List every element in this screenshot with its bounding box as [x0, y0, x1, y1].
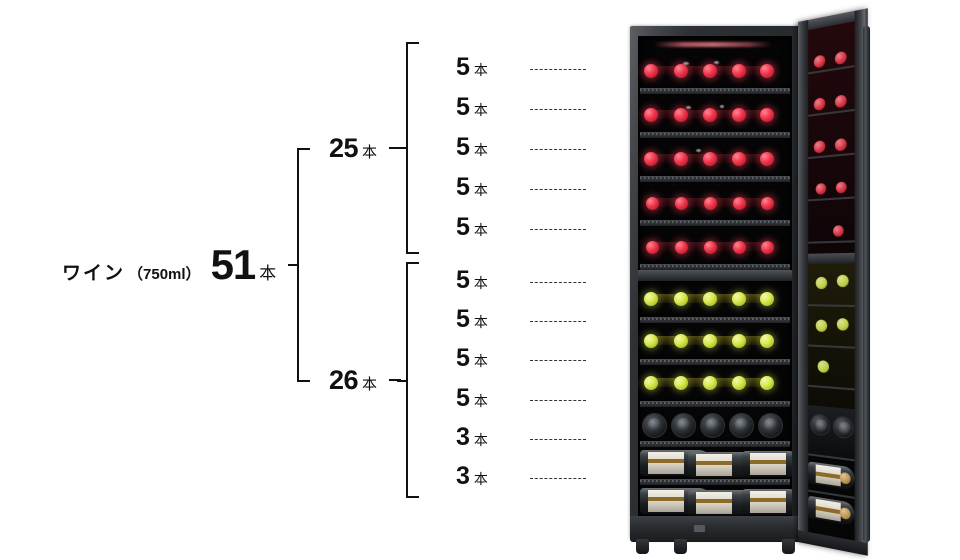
lower-group-bracket-top-arm — [406, 262, 419, 264]
door-handle[interactable] — [863, 26, 870, 542]
door-frame-left — [798, 20, 808, 544]
total-bracket — [297, 148, 311, 382]
cabinet-glass-door[interactable] — [798, 8, 868, 556]
shelf-row: 5 本 — [456, 268, 488, 293]
shelf-red-2 — [638, 94, 792, 138]
large-bottle — [742, 451, 792, 477]
cabinet-base — [630, 516, 810, 542]
shelf-unit: 本 — [474, 180, 488, 200]
group-label-lower: 26 本 — [329, 367, 377, 394]
shelf-leader-line — [530, 321, 586, 322]
cabinet-foot — [674, 539, 687, 554]
door-glass-panel — [808, 21, 854, 540]
zone-divider — [638, 270, 792, 281]
shelf-count: 5 — [456, 135, 470, 160]
shelf-unit: 本 — [474, 351, 488, 371]
shelf-unit: 本 — [474, 273, 488, 293]
total-bracket-bottom-arm — [297, 380, 310, 382]
shelf-row: 3 本 — [456, 464, 488, 489]
shelf-count: 5 — [456, 215, 470, 240]
shelf-row: 5 本 — [456, 175, 488, 200]
shelf-unit: 本 — [474, 140, 488, 160]
upper-group-bracket-top-arm — [406, 42, 419, 44]
shelf-row: 5 本 — [456, 215, 488, 240]
shelf-leader-line — [530, 478, 586, 479]
upper-group-bracket-bottom-arm — [406, 252, 419, 254]
shelf-leader-line — [530, 360, 586, 361]
shelf-green-3 — [638, 365, 792, 407]
shelf-count: 5 — [456, 386, 470, 411]
group-upper-unit: 本 — [362, 141, 377, 162]
shelf-row: 5 本 — [456, 346, 488, 371]
shelf-count: 5 — [456, 95, 470, 120]
shelf-unit: 本 — [474, 312, 488, 332]
shelf-leader-line — [530, 149, 586, 150]
shelf-red-3 — [638, 138, 792, 182]
shelf-bottle-bottoms — [638, 407, 792, 447]
cabinet-foot — [782, 539, 795, 554]
shelf-red-1 — [638, 50, 792, 94]
shelf-leader-line — [530, 400, 586, 401]
wine-cellar-product-image — [624, 22, 874, 544]
shelf-unit: 本 — [474, 430, 488, 450]
group-upper-count: 25 — [329, 135, 358, 162]
shelf-leader-line — [530, 69, 586, 70]
lower-group-bracket-center-tick — [397, 380, 407, 382]
total-count-unit: 本 — [259, 259, 276, 284]
lower-group-bracket — [406, 262, 420, 498]
cabinet-foot — [636, 539, 649, 554]
shelf-red-4 — [638, 182, 792, 226]
upper-group-bracket-center-tick — [397, 147, 407, 149]
lower-group-bracket-bottom-arm — [406, 496, 419, 498]
shelf-red-5 — [638, 226, 792, 270]
shelf-leader-line — [530, 189, 586, 190]
group-lower-unit: 本 — [362, 373, 377, 394]
product-name-label: ワイン — [62, 258, 125, 285]
shelf-leader-line — [530, 282, 586, 283]
shelf-unit: 本 — [474, 60, 488, 80]
shelf-row: 5 本 — [456, 307, 488, 332]
shelf-leader-line — [530, 229, 586, 230]
interior-light — [654, 42, 772, 47]
shelf-large-bottles-1 — [638, 447, 792, 485]
shelf-count: 5 — [456, 55, 470, 80]
shelf-row: 5 本 — [456, 95, 488, 120]
total-bracket-top-arm — [297, 148, 310, 150]
shelf-count: 3 — [456, 425, 470, 450]
upper-group-bracket — [406, 42, 420, 254]
shelf-row: 5 本 — [456, 135, 488, 160]
shelf-row: 5 本 — [456, 55, 488, 80]
shelf-leader-line — [530, 109, 586, 110]
shelf-leader-line — [530, 439, 586, 440]
group-lower-count: 26 — [329, 367, 358, 394]
group-label-upper: 25 本 — [329, 135, 377, 162]
shelf-count: 3 — [456, 464, 470, 489]
shelf-unit: 本 — [474, 220, 488, 240]
shelf-count: 5 — [456, 268, 470, 293]
total-capacity-summary: ワイン （750ml） 51 本 — [62, 244, 276, 286]
cabinet-interior — [638, 36, 792, 522]
shelf-count: 5 — [456, 346, 470, 371]
shelf-row: 5 本 — [456, 386, 488, 411]
shelf-unit: 本 — [474, 100, 488, 120]
status-indicator — [694, 525, 705, 532]
shelf-count: 5 — [456, 307, 470, 332]
shelf-row: 3 本 — [456, 425, 488, 450]
total-bracket-center-tick — [288, 264, 298, 266]
shelf-unit: 本 — [474, 391, 488, 411]
large-bottle — [742, 489, 792, 515]
bottle-volume-label: （750ml） — [128, 263, 201, 284]
shelf-green-2 — [638, 323, 792, 365]
shelf-unit: 本 — [474, 469, 488, 489]
shelf-count: 5 — [456, 175, 470, 200]
shelf-green-1 — [638, 281, 792, 323]
total-count-value: 51 — [211, 244, 256, 286]
